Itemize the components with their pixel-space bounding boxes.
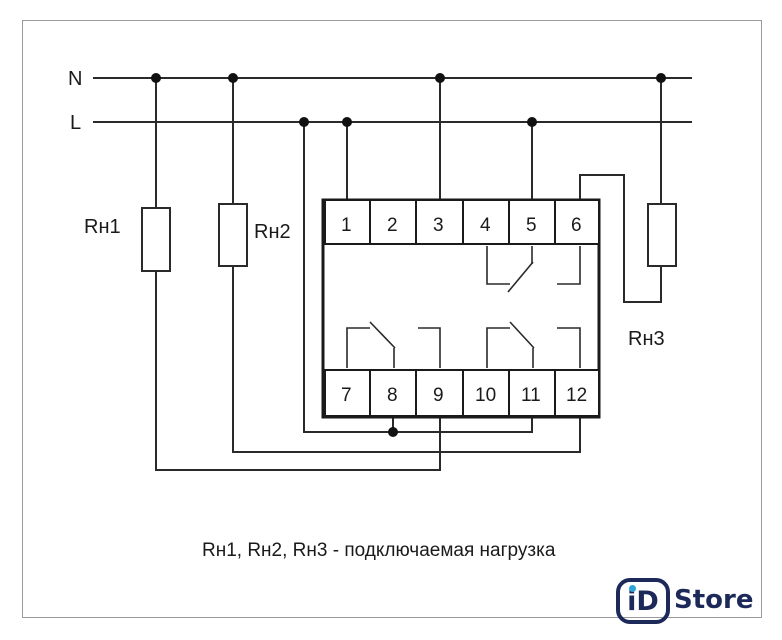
diagram-frame [22, 20, 762, 618]
rh3-resistor [647, 203, 677, 267]
junction-dot [299, 117, 309, 127]
contact-group-4-5-6 [486, 246, 581, 293]
pin6-to-rh3-wire [579, 174, 662, 303]
junction-dot [228, 73, 238, 83]
neutral-label: N [68, 68, 82, 90]
contact-5-switch-blade [507, 261, 534, 293]
terminal-6-label: 6 [571, 215, 582, 236]
contact-6-lead [557, 246, 581, 285]
contact-4-lead [486, 246, 510, 285]
logo-letter-i: i [627, 585, 637, 617]
logo-store-text: Store [674, 585, 754, 615]
terminal-2-label: 2 [387, 215, 398, 236]
terminal-11-label: 11 [521, 385, 541, 406]
terminal-12 [554, 369, 600, 417]
contact-12-lead [557, 327, 581, 368]
live-label: L [70, 112, 81, 134]
contact-9-lead [418, 327, 441, 368]
terminal-8-label: 8 [387, 385, 398, 406]
terminal-8 [369, 369, 417, 417]
rh1-label: Rн1 [84, 216, 121, 238]
terminal-3-label: 3 [433, 215, 444, 236]
contact-8-switch-blade [369, 321, 396, 349]
bottom-terminal-row: 7 8 9 10 11 12 [324, 369, 600, 417]
junction-dot [656, 73, 666, 83]
logo-letter-d: D [636, 585, 659, 617]
contact-7-lead [346, 327, 370, 368]
terminal-7-label: 7 [341, 385, 352, 406]
terminal-1 [324, 199, 371, 245]
terminal-9-label: 9 [433, 385, 444, 406]
rh2-label: Rн2 [254, 221, 291, 243]
contact-group-7-8-9 [346, 321, 441, 368]
logo-dot-icon [629, 585, 636, 592]
rh3-label: Rн3 [628, 328, 665, 350]
terminal-6 [554, 199, 600, 245]
terminal-4 [462, 199, 510, 245]
terminal-5 [508, 199, 556, 245]
rh1-resistor [141, 207, 171, 272]
rh2-resistor [218, 203, 248, 267]
terminal-10-label: 10 [475, 385, 496, 406]
junction-dot [388, 427, 398, 437]
contact-group-10-11-12 [486, 321, 581, 368]
load-caption: Rн1, Rн2, Rн3 - подключаемая нагрузка [202, 540, 556, 561]
terminal-12-label: 12 [566, 385, 587, 406]
terminal-5-label: 5 [526, 215, 537, 236]
rh1-bottom-wire [155, 271, 441, 471]
rh2-bottom-wire [232, 266, 581, 453]
terminal-7 [324, 369, 371, 417]
contact-10-lead [486, 327, 510, 368]
junction-dot [435, 73, 445, 83]
terminal-3 [415, 199, 464, 245]
terminal-1-label: 1 [341, 215, 352, 236]
terminal-9 [415, 369, 464, 417]
junction-dot [151, 73, 161, 83]
junction-dot [527, 117, 537, 127]
top-terminal-row: 1 2 3 4 5 6 [324, 199, 600, 245]
contact-11-switch-blade [509, 321, 535, 349]
terminal-2 [369, 199, 417, 245]
junction-dot [342, 117, 352, 127]
terminal-4-label: 4 [480, 215, 491, 236]
